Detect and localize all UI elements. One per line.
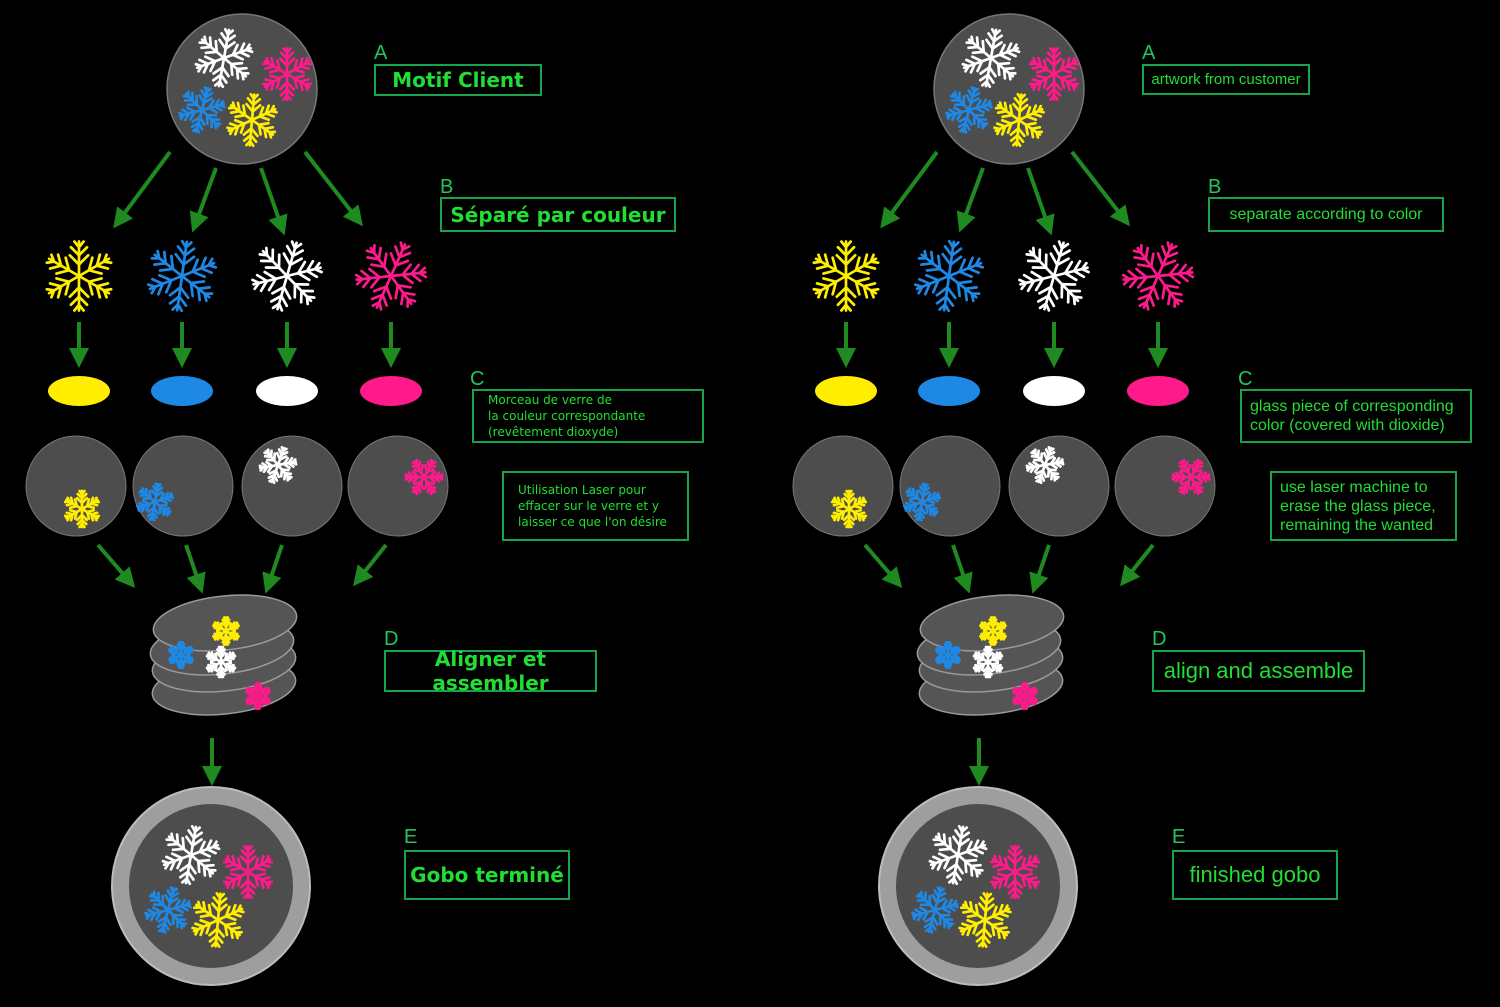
step-b-label: separate according to color [1208,197,1444,232]
arrow [262,544,284,594]
lasered-glass [1114,435,1216,537]
shapes [25,13,1216,986]
step-c-letter: C [1238,368,1253,390]
step-e-letter: E [1172,826,1186,848]
snowflake-icon [812,242,881,311]
glass-piece [360,376,422,406]
arrow [1120,543,1155,587]
snowflake-icon [244,233,329,318]
step-b-letter: B [1208,176,1222,198]
step-d-label: Aligner et assembler [384,647,597,695]
step-d-letter: D [1152,628,1167,650]
lasered-glass [899,435,1001,537]
snowflake-icon [910,237,988,315]
glass-piece [815,376,877,406]
artwork-circle [933,13,1085,165]
arrow [303,150,363,227]
glass-piece [151,376,213,406]
arrow [184,544,206,594]
arrow [353,543,388,587]
lasered-glass [1008,435,1110,537]
step-c-label: glass piece of corresponding color (cove… [1240,389,1472,443]
lasered-glass [347,435,449,537]
lasered-glass [132,435,234,537]
artwork-circle [166,13,318,165]
arrow [1026,167,1055,236]
snowflake-icon [45,242,114,311]
step-c-laser-label: Utilisation Laser pour effacer sur le ve… [502,471,689,541]
arrow [880,150,939,229]
arrow [956,167,985,233]
step-a-label: artwork from customer [1142,64,1310,95]
step-a-label: Motif Client [374,64,542,96]
step-e-label: finished gobo [1172,850,1338,900]
arrow [1070,150,1130,227]
step-b-letter: B [440,176,454,198]
arrow [189,167,218,233]
step-d-label: align and assemble [1152,650,1365,692]
arrow [96,543,136,589]
glass-piece [256,376,318,406]
snowflake-icon [143,237,221,315]
glass-piece [1023,376,1085,406]
snowflake-icon [345,230,436,321]
step-b-label: Séparé par couleur [440,197,676,232]
glass-piece [918,376,980,406]
arrow [113,150,172,229]
step-c-label: Morceau de verre de la couleur correspon… [472,389,704,443]
step-c-laser-label: use laser machine to erase the glass pie… [1270,471,1457,541]
snowflake-icon [1112,230,1203,321]
step-e-label: Gobo terminé [404,850,570,900]
step-d-letter: D [384,628,399,650]
glass-piece [48,376,110,406]
step-a-letter: A [1142,42,1156,64]
arrow [951,544,973,594]
step-e-letter: E [404,826,418,848]
arrow [259,167,288,236]
glass-piece [1127,376,1189,406]
lasered-glass [25,435,127,537]
lasered-glass [792,435,894,537]
step-c-letter: C [470,368,485,390]
arrow [1029,544,1051,594]
arrows [69,150,1168,786]
arrow [863,543,903,589]
step-a-letter: A [374,42,388,64]
lasered-glass [241,435,343,537]
snowflake-icon [1011,233,1096,318]
